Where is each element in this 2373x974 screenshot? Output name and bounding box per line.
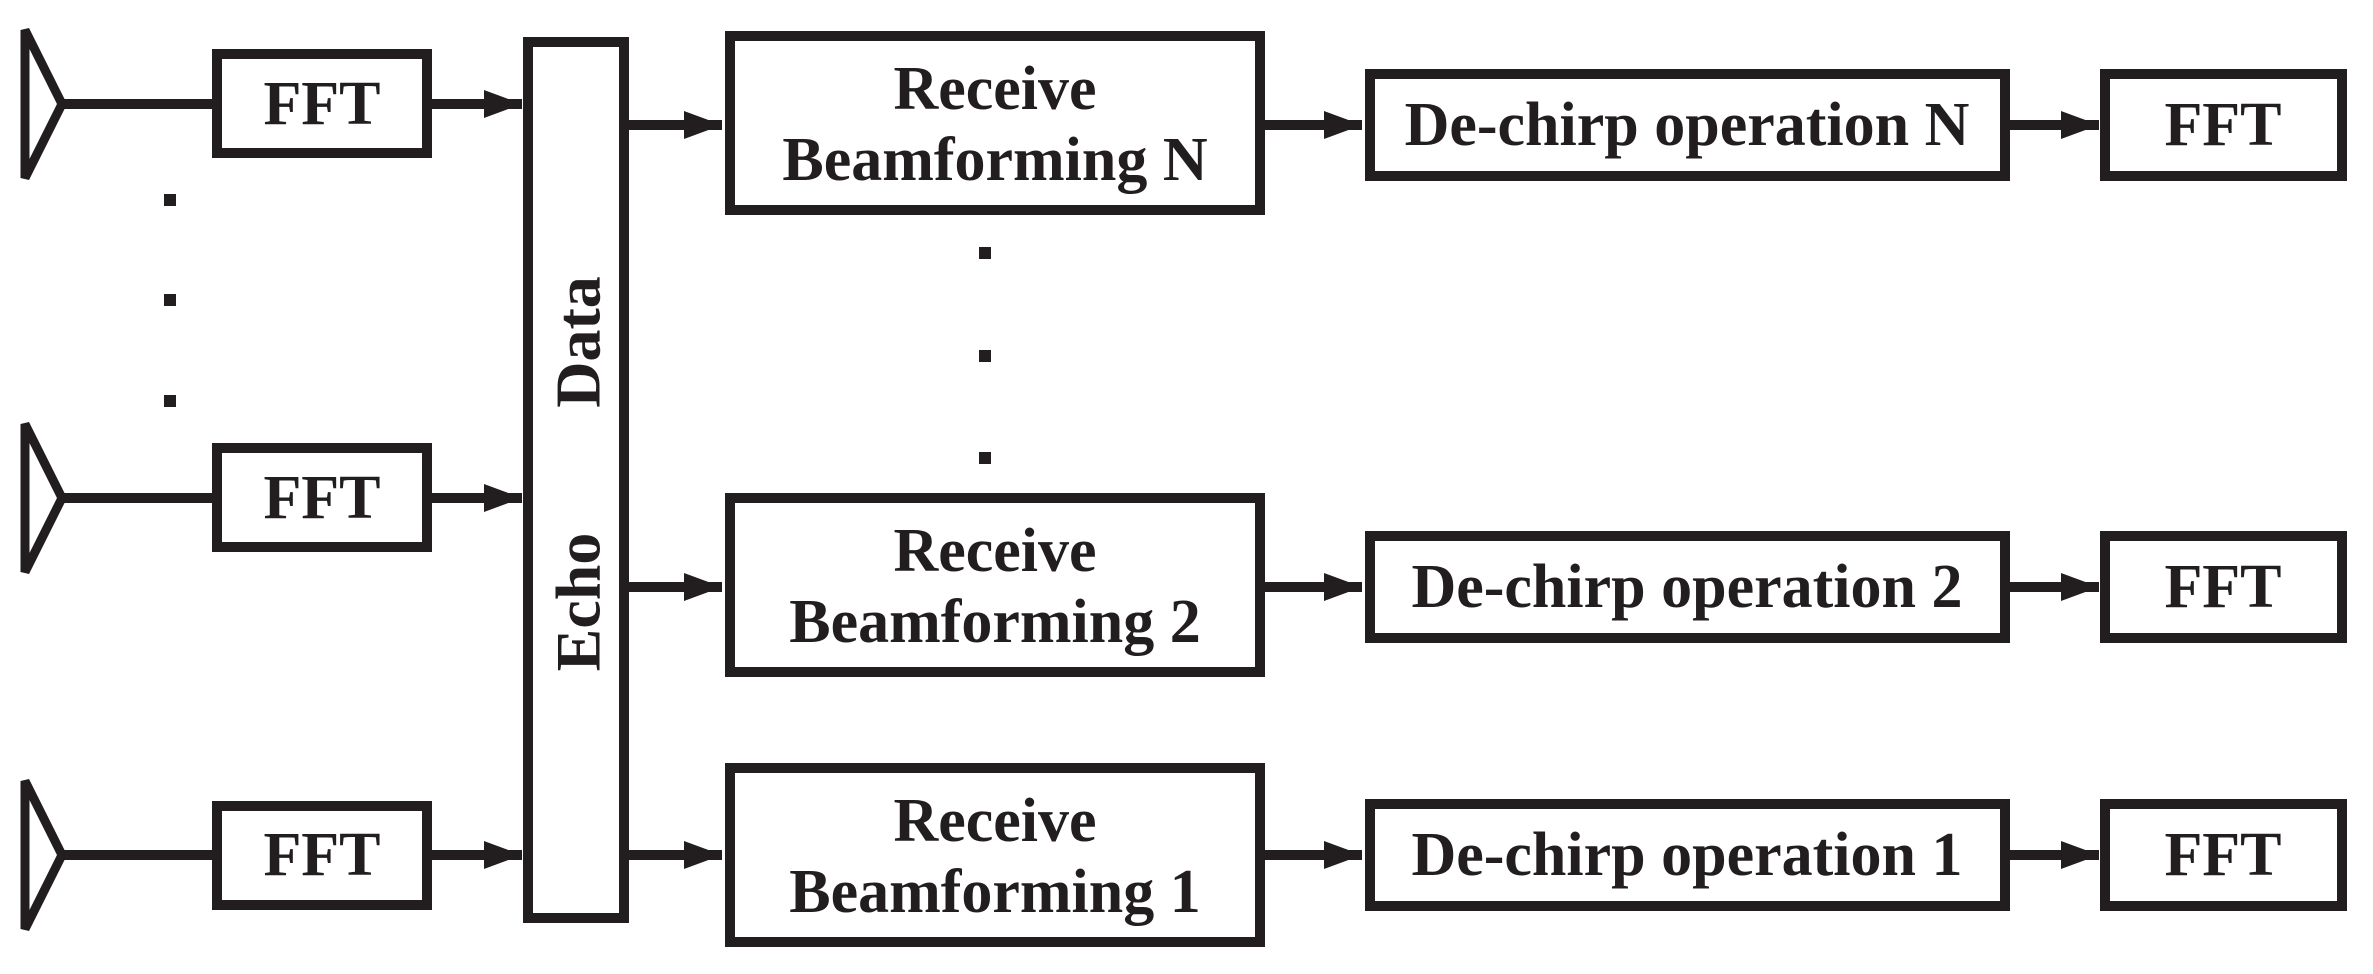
receive-beamforming-box bbox=[725, 763, 1265, 947]
ellipsis-dot bbox=[164, 194, 176, 206]
beamforming-ellipsis-dots bbox=[979, 247, 991, 464]
ellipsis-dot bbox=[164, 395, 176, 407]
row-channel-2: FFT Receive Beamforming 2 De-chirp opera… bbox=[20, 421, 2347, 677]
row-channel-1: FFT Receive Beamforming 1 De-chirp opera… bbox=[20, 763, 2347, 947]
input-fft-box bbox=[212, 443, 432, 552]
antenna-icon bbox=[20, 27, 68, 181]
echo-data-bus-label-echo: Echo bbox=[543, 533, 614, 672]
antenna-icon bbox=[20, 421, 68, 575]
dechirp-label: De-chirp operation N bbox=[1405, 91, 1970, 159]
ellipsis-dot bbox=[164, 294, 176, 306]
dechirp-label: De-chirp operation 2 bbox=[1411, 553, 1962, 621]
beamforming-label-line1: Receive bbox=[893, 787, 1096, 855]
dechirp-box bbox=[1365, 799, 2010, 911]
echo-data-bus-label-data: Data bbox=[543, 276, 614, 408]
input-fft-box bbox=[212, 49, 432, 158]
ellipsis-dot bbox=[979, 452, 991, 464]
input-fft-box bbox=[212, 801, 432, 910]
receive-beamforming-box bbox=[725, 493, 1265, 677]
antenna-ellipsis-dots bbox=[164, 194, 176, 407]
input-fft-label: FFT bbox=[263, 70, 380, 138]
beamforming-label-line1: Receive bbox=[893, 55, 1096, 123]
echo-data-bus-box bbox=[523, 37, 629, 923]
beamforming-label-line2: Beamforming N bbox=[782, 126, 1207, 194]
receive-beamforming-box bbox=[725, 31, 1265, 215]
dechirp-box bbox=[1365, 531, 2010, 643]
output-fft-box bbox=[2100, 799, 2347, 911]
beamforming-label-line2: Beamforming 2 bbox=[789, 588, 1201, 656]
output-fft-box bbox=[2100, 531, 2347, 643]
echo-data-bus: Data Echo bbox=[523, 37, 629, 923]
dechirp-label: De-chirp operation 1 bbox=[1411, 821, 1962, 889]
ellipsis-dot bbox=[979, 350, 991, 362]
output-fft-label: FFT bbox=[2164, 821, 2281, 889]
output-fft-label: FFT bbox=[2164, 553, 2281, 621]
output-fft-box bbox=[2100, 69, 2347, 181]
antenna-icon bbox=[20, 778, 68, 932]
beamforming-label-line2: Beamforming 1 bbox=[789, 858, 1201, 926]
output-fft-label: FFT bbox=[2164, 91, 2281, 159]
dechirp-box bbox=[1365, 69, 2010, 181]
input-fft-label: FFT bbox=[263, 821, 380, 889]
beamforming-label-line1: Receive bbox=[893, 517, 1096, 585]
row-channel-n: FFT Receive Beamforming N De-chirp opera… bbox=[20, 27, 2347, 215]
input-fft-label: FFT bbox=[263, 464, 380, 532]
ellipsis-dot bbox=[979, 247, 991, 259]
